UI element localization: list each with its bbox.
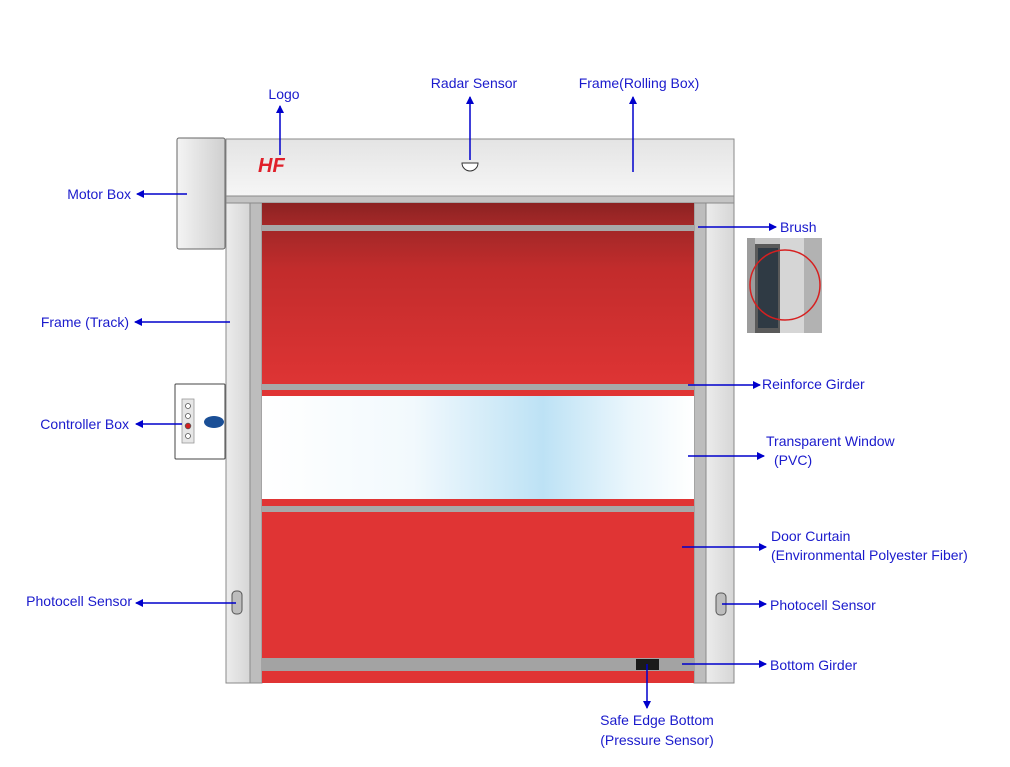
brush-detail-photo: [747, 238, 822, 333]
label-reinforce-girder: Reinforce Girder: [762, 376, 865, 392]
label-logo: Logo: [268, 86, 299, 102]
label-safe-edge-1: Safe Edge Bottom: [600, 712, 714, 728]
reinforce-girder-lower: [262, 506, 694, 512]
label-frame-track: Frame (Track): [41, 314, 129, 330]
label-safe-edge-2: (Pressure Sensor): [600, 732, 714, 748]
radar-sensor: [461, 162, 479, 172]
label-brush: Brush: [780, 219, 817, 235]
labels: Logo Radar Sensor Frame(Rolling Box) Mot…: [26, 75, 968, 748]
transparent-window: [262, 396, 694, 499]
label-motor-box: Motor Box: [67, 186, 131, 202]
label-bottom-girder: Bottom Girder: [770, 657, 857, 673]
frame-track: [225, 202, 735, 684]
label-photocell-sensor-left: Photocell Sensor: [26, 593, 132, 609]
label-frame-rolling-box: Frame(Rolling Box): [579, 75, 700, 91]
label-transparent-window-2: (PVC): [774, 452, 812, 468]
label-transparent-window-1: Transparent Window: [766, 433, 896, 449]
hf-logo: HF: [258, 155, 285, 177]
label-door-curtain-2: (Environmental Polyester Fiber): [771, 547, 968, 563]
label-photocell-sensor-right: Photocell Sensor: [770, 597, 876, 613]
rolling-box: [225, 138, 735, 204]
door-curtain: [262, 203, 694, 683]
controller-box: [174, 383, 226, 460]
bottom-girder: [262, 658, 694, 671]
leader-arrows: [134, 96, 777, 709]
logo-text: HF: [258, 155, 285, 177]
label-radar-sensor: Radar Sensor: [431, 75, 518, 91]
label-door-curtain-1: Door Curtain: [771, 528, 850, 544]
reinforce-girder: [262, 384, 694, 390]
label-controller-box: Controller Box: [40, 416, 129, 432]
brush-girder: [262, 225, 694, 231]
